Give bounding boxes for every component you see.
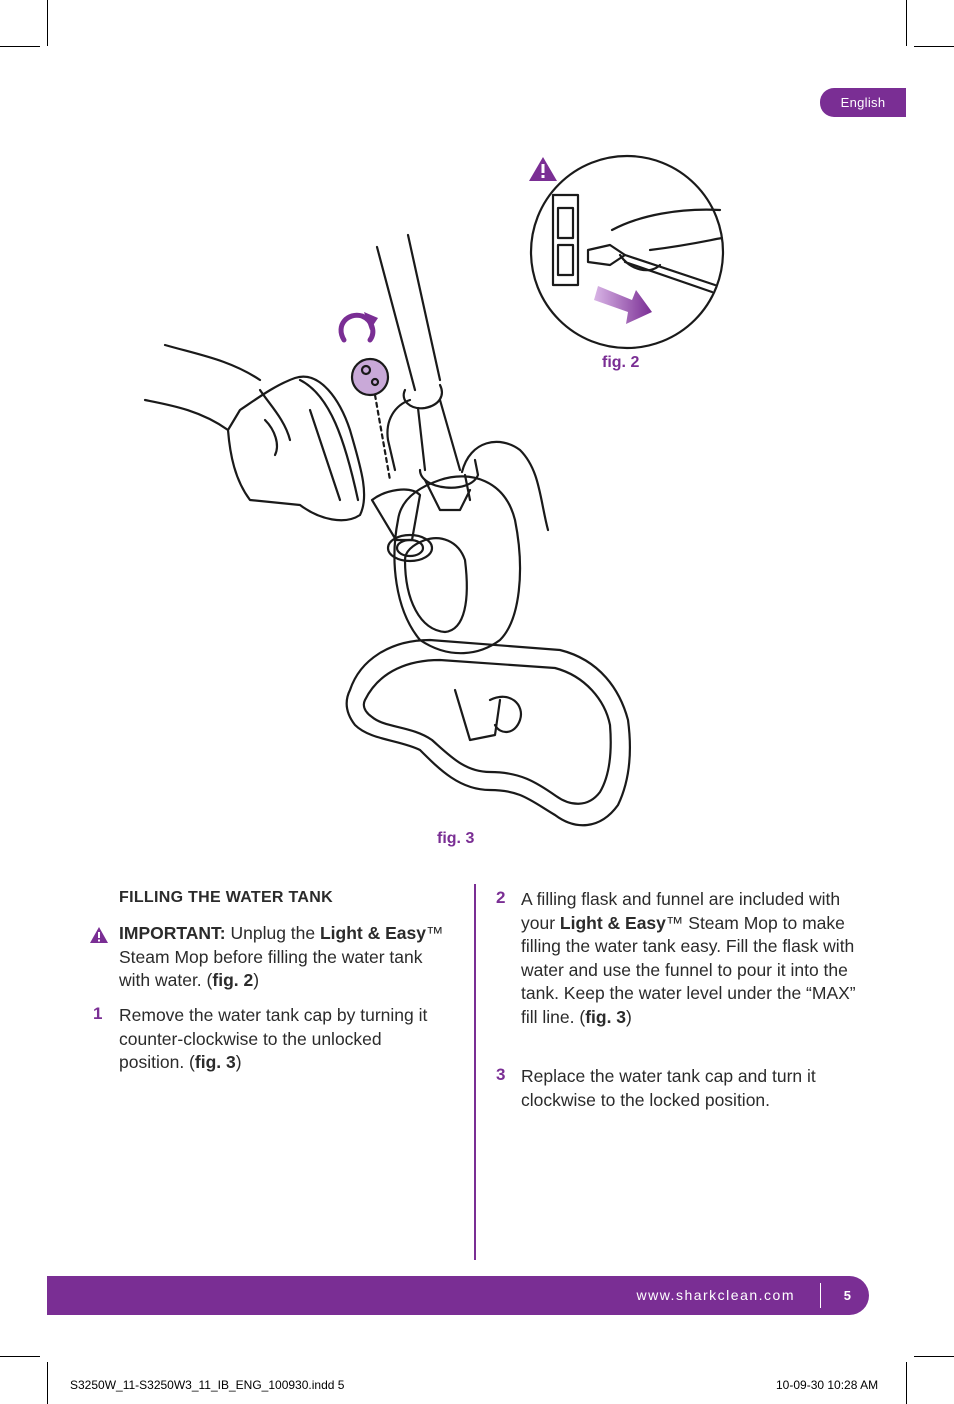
fig2-label: fig. 2	[602, 354, 640, 371]
page-number: 5	[843, 1288, 851, 1303]
steam-mop-illustration	[143, 154, 725, 827]
crop-mark	[0, 46, 40, 47]
crop-mark	[914, 1356, 954, 1357]
language-tab: English	[820, 88, 906, 117]
warning-icon	[90, 927, 108, 943]
important-note: IMPORTANT: Unplug the Light & Easy™ Stea…	[119, 923, 444, 990]
crop-mark	[906, 0, 907, 46]
section-heading: FILLING THE WATER TANK	[119, 889, 333, 906]
step-number: 2	[496, 888, 506, 907]
footer-bar: www.sharkclean.com 5	[47, 1276, 869, 1315]
brand-name: Light & Easy	[319, 923, 426, 943]
step-3-text: Replace the water tank cap and turn it c…	[521, 1066, 816, 1110]
print-slug-file: S3250W_11-S3250W3_11_IB_ENG_100930.indd …	[70, 1378, 345, 1392]
important-label: IMPORTANT:	[119, 923, 226, 943]
crop-mark	[906, 1362, 907, 1404]
warning-icon	[529, 157, 557, 181]
fig-ref: fig. 3	[194, 1052, 236, 1072]
step-1-text: Remove the water tank cap by turning it …	[119, 1005, 428, 1072]
brand-name: Light & Easy	[559, 912, 666, 933]
step-2-text: A filling flask and funnel are included …	[521, 889, 856, 1027]
pull-arrow-icon	[594, 286, 652, 324]
step-number: 3	[496, 1065, 506, 1084]
crop-mark	[914, 46, 954, 47]
rotate-arrow-icon	[338, 312, 376, 343]
footer-separator	[820, 1283, 821, 1308]
fig-ref: fig. 2	[212, 970, 254, 990]
website-link[interactable]: www.sharkclean.com	[636, 1287, 795, 1303]
step-number: 1	[93, 1004, 103, 1023]
print-slug-date: 10-09-30 10:28 AM	[776, 1378, 879, 1392]
crop-mark	[47, 0, 48, 46]
fig3-label: fig. 3	[437, 830, 475, 847]
fig-ref: fig. 3	[585, 1006, 627, 1027]
crop-mark	[47, 1362, 48, 1404]
crop-mark	[0, 1356, 40, 1357]
column-divider	[474, 884, 476, 1260]
